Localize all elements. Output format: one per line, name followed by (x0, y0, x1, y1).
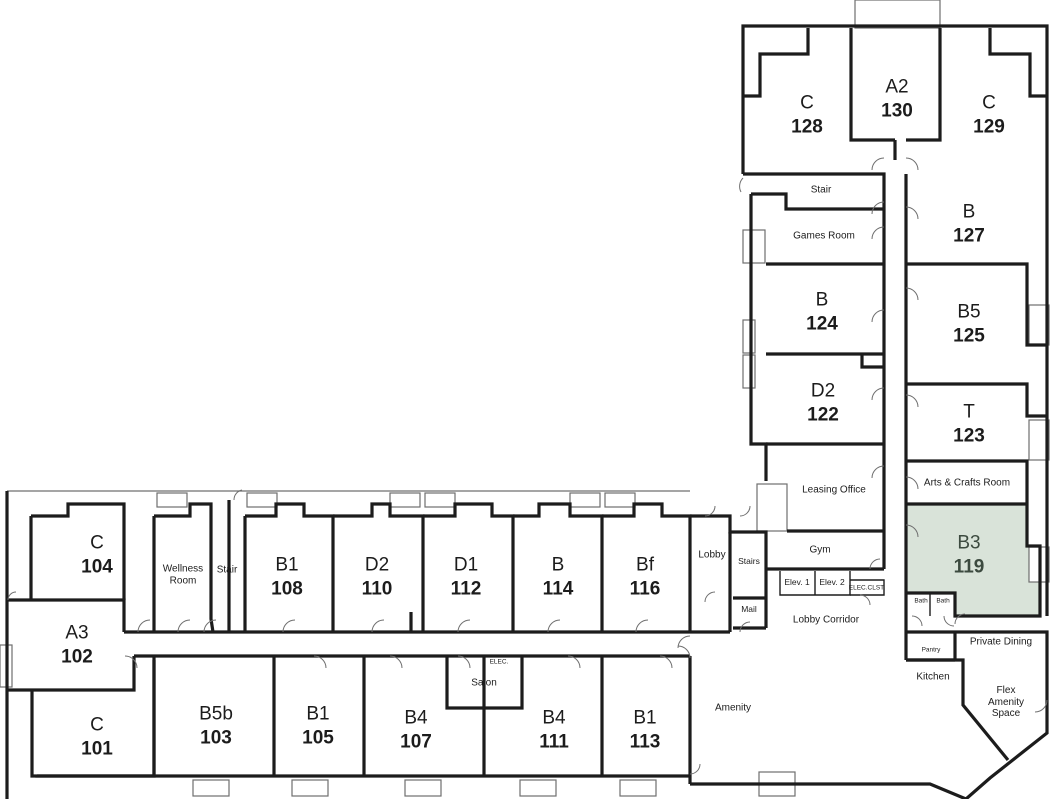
room-stair-north: Stair (810, 184, 832, 196)
unit-number: 125 (953, 325, 985, 347)
unit-number: 103 (200, 727, 232, 749)
unit-number: 130 (881, 100, 913, 122)
unit-number: 119 (953, 556, 985, 578)
unit-type: C (982, 92, 996, 114)
unit-type: T (963, 401, 975, 423)
room-flex-amenity: Flex Amenity Space (987, 684, 1025, 719)
unit-number: 116 (629, 578, 661, 600)
room-lobby-corridor: Lobby Corridor (792, 614, 860, 626)
unit-type: B (551, 554, 565, 576)
unit-number: 124 (806, 313, 838, 335)
unit-type: B5 (957, 301, 981, 323)
unit-number: 105 (302, 727, 334, 749)
room-bath-2: Bath (936, 597, 950, 605)
room-elec: ELEC. (489, 658, 509, 666)
unit-type: C (90, 532, 104, 554)
unit-number: 104 (81, 556, 113, 578)
room-arts-crafts: Arts & Crafts Room (923, 477, 1011, 489)
unit-number: 108 (271, 578, 303, 600)
unit-type: C (800, 92, 814, 114)
unit-type: B4 (404, 707, 428, 729)
room-gym: Gym (809, 544, 831, 556)
unit-type: B3 (957, 532, 981, 554)
room-mail: Mail (741, 604, 757, 615)
unit-number: 101 (81, 738, 113, 760)
unit-number: 112 (450, 578, 482, 600)
unit-type: D1 (453, 554, 479, 576)
walls (5, 24, 1049, 799)
unit-type: D2 (810, 380, 836, 402)
unit-type: B (962, 201, 976, 223)
unit-number: 113 (629, 731, 661, 753)
room-elev-1: Elev. 1 (784, 577, 810, 588)
unit-type: B1 (275, 554, 299, 576)
unit-number: 129 (973, 116, 1005, 138)
room-stairs: Stairs (738, 556, 760, 567)
unit-type: B1 (633, 707, 657, 729)
room-bath-1: Bath (914, 597, 928, 605)
unit-number: 127 (953, 225, 985, 247)
windows (0, 229, 1050, 797)
room-kitchen: Kitchen (916, 671, 950, 683)
unit-type: A2 (885, 76, 909, 98)
unit-number: 122 (807, 404, 839, 426)
unit-type: C (90, 714, 104, 736)
unit-119-highlight (906, 504, 1040, 616)
unit-type: A3 (65, 622, 89, 644)
room-wellness: Wellness Room (162, 563, 204, 587)
door-swings (7, 157, 1048, 775)
room-elev-2: Elev. 2 (819, 577, 845, 588)
unit-number: 107 (400, 731, 432, 753)
room-lobby: Lobby (698, 549, 726, 561)
room-stair-west: Stair (216, 564, 238, 576)
unit-number: 111 (539, 731, 569, 753)
room-amenity: Amenity (714, 702, 752, 714)
unit-type: B5b (199, 703, 233, 725)
unit-type: Bf (636, 554, 654, 576)
unit-number: 102 (61, 646, 93, 668)
unit-type: B (815, 289, 829, 311)
unit-number: 114 (542, 578, 574, 600)
unit-number: 110 (361, 578, 393, 600)
room-games-room: Games Room (793, 230, 855, 242)
room-leasing-office: Leasing Office (802, 484, 866, 496)
room-elec-clst: ELEC.CLST. (848, 584, 886, 592)
room-private-dining: Private Dining (969, 636, 1033, 648)
room-pantry: Pantry (921, 646, 941, 654)
room-salon: Salon (471, 677, 497, 689)
unit-number: 123 (953, 425, 985, 447)
unit-type: B4 (542, 707, 566, 729)
unit-number: 128 (791, 116, 823, 138)
unit-type: D2 (364, 554, 390, 576)
unit-type: B1 (306, 703, 330, 725)
